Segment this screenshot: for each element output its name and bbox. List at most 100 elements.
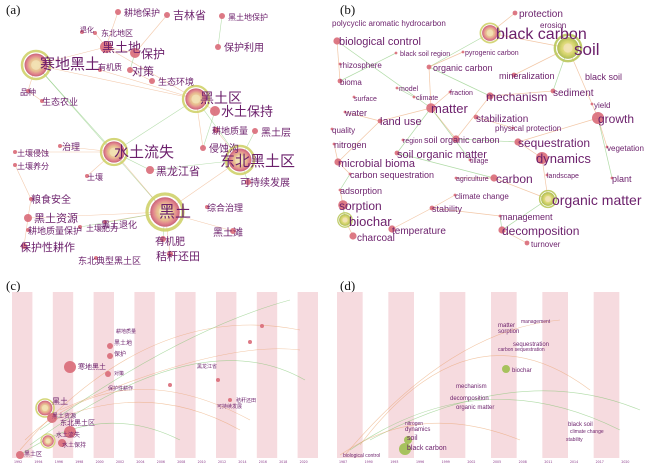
keyword-label: black soil region: [400, 51, 450, 58]
keyword-label: 黑土资源: [34, 211, 78, 225]
keyword-label: 东北地区: [101, 28, 133, 38]
year-stripe: [491, 292, 517, 458]
year-stripe: [439, 292, 466, 458]
link-line: [39, 299, 291, 431]
keyword-label: model: [399, 86, 419, 93]
keyword-node: [486, 92, 494, 100]
keyword-node: [479, 22, 501, 44]
year-stripe: [175, 292, 196, 458]
keyword-label: adsorption: [340, 186, 382, 196]
keyword-label: 黑土区: [24, 450, 42, 458]
keyword-node: [348, 172, 352, 176]
link-line: [336, 40, 341, 82]
keyword-node: [78, 225, 82, 229]
keyword-label: turnover: [531, 240, 561, 249]
link-line: [359, 355, 591, 446]
panel-label-d: (d): [340, 278, 355, 293]
keyword-label: rhizosphere: [340, 61, 382, 70]
keyword-node: [426, 103, 436, 113]
keyword-label: climate change: [455, 192, 509, 201]
keyword-label: nitrogen: [334, 140, 367, 150]
link-line: [217, 15, 223, 48]
keyword-node: [115, 9, 121, 15]
keyword-label: 黑龙江省: [197, 363, 217, 370]
keyword-node: [461, 50, 465, 54]
keyword-node: [107, 343, 113, 349]
keyword-label: polycyclic aromatic hydrocarbon: [332, 19, 446, 28]
keyword-node: [511, 72, 517, 78]
keyword-node: [338, 200, 348, 210]
keyword-label: 保护性耕作: [20, 240, 75, 254]
keyword-node: [545, 173, 549, 177]
keyword-node: [168, 383, 172, 387]
year-tick: 2002: [116, 460, 124, 464]
link-line: [344, 319, 561, 456]
keyword-label: land use: [380, 116, 422, 128]
keyword-node: [40, 433, 56, 449]
keyword-label: fraction: [450, 90, 473, 97]
keyword-node: [228, 398, 232, 402]
keyword-label: biological control: [343, 453, 380, 459]
keyword-label: mechanism: [456, 384, 487, 390]
keyword-node: [213, 127, 219, 133]
link-line: [59, 348, 301, 411]
keyword-label: dynamics: [536, 151, 591, 166]
keyword-label: erosion: [540, 21, 566, 30]
link-line: [501, 229, 528, 244]
keyword-node: [24, 214, 32, 222]
keyword-node: [512, 10, 518, 16]
keyword-node: [210, 106, 220, 116]
keyword-label: dynamics: [405, 427, 430, 433]
keyword-node: [395, 86, 399, 90]
year-tick: 2002: [467, 460, 475, 464]
year-tick: 2020: [300, 460, 308, 464]
keyword-label: soil: [407, 435, 418, 442]
keyword-node: [399, 443, 411, 455]
keyword-label: 生态环境: [158, 76, 194, 88]
year-stripe: [52, 292, 74, 458]
year-tick: 2018: [279, 460, 287, 464]
keyword-node: [330, 127, 334, 131]
keyword-label: 黑土地保护: [228, 12, 268, 22]
keyword-node: [338, 62, 342, 66]
link-line: [339, 422, 521, 456]
keyword-label: black carbon: [496, 26, 587, 43]
keyword-node: [26, 228, 30, 232]
panel-a-network: 耕地保护吉林省黑土地保护东北地区退化黑土地保护保护利用寒地黑土对策生态环境有机质…: [13, 7, 295, 267]
keyword-node: [252, 128, 258, 134]
keyword-node: [219, 13, 225, 19]
year-stripe: [12, 292, 33, 458]
keyword-node: [40, 99, 44, 103]
keyword-label: 土壤: [87, 172, 103, 182]
keyword-node: [333, 37, 341, 45]
panel-c-timeline: 寒地黑土黑土黑土资源东北黑土区黑土区水土流失水土保持黑土地保护对策秸秆还田黑龙江…: [12, 292, 318, 464]
keyword-node: [343, 110, 347, 114]
keyword-label: 品种: [20, 87, 36, 97]
link-line: [396, 107, 432, 154]
panel-label-c: (c): [6, 278, 20, 293]
keyword-node: [524, 240, 530, 246]
keyword-label: 黑土资源: [52, 412, 76, 420]
link-line: [455, 138, 519, 143]
keyword-label: landscape: [547, 173, 579, 180]
keyword-label: 粮食安全: [31, 193, 71, 206]
keyword-label: quality: [332, 126, 355, 135]
keyword-node: [473, 114, 479, 120]
link-line: [501, 198, 549, 231]
keyword-node: [245, 179, 251, 185]
keyword-label: protection: [519, 9, 563, 20]
year-stripe: [337, 292, 363, 458]
keyword-label: yield: [594, 101, 610, 110]
keyword-node: [93, 31, 97, 35]
keyword-node: [230, 228, 236, 234]
keyword-label: 土壤养分: [17, 161, 49, 171]
link-line: [489, 90, 554, 97]
keyword-label: sediment: [553, 88, 594, 99]
year-tick: 2020: [621, 460, 629, 464]
keyword-label: 生态农业: [42, 96, 78, 108]
keyword-node: [377, 118, 383, 124]
year-tick: 2012: [218, 460, 226, 464]
keyword-node: [181, 84, 211, 114]
keyword-label: 土壤侵蚀: [17, 148, 49, 158]
link-line: [475, 116, 514, 129]
